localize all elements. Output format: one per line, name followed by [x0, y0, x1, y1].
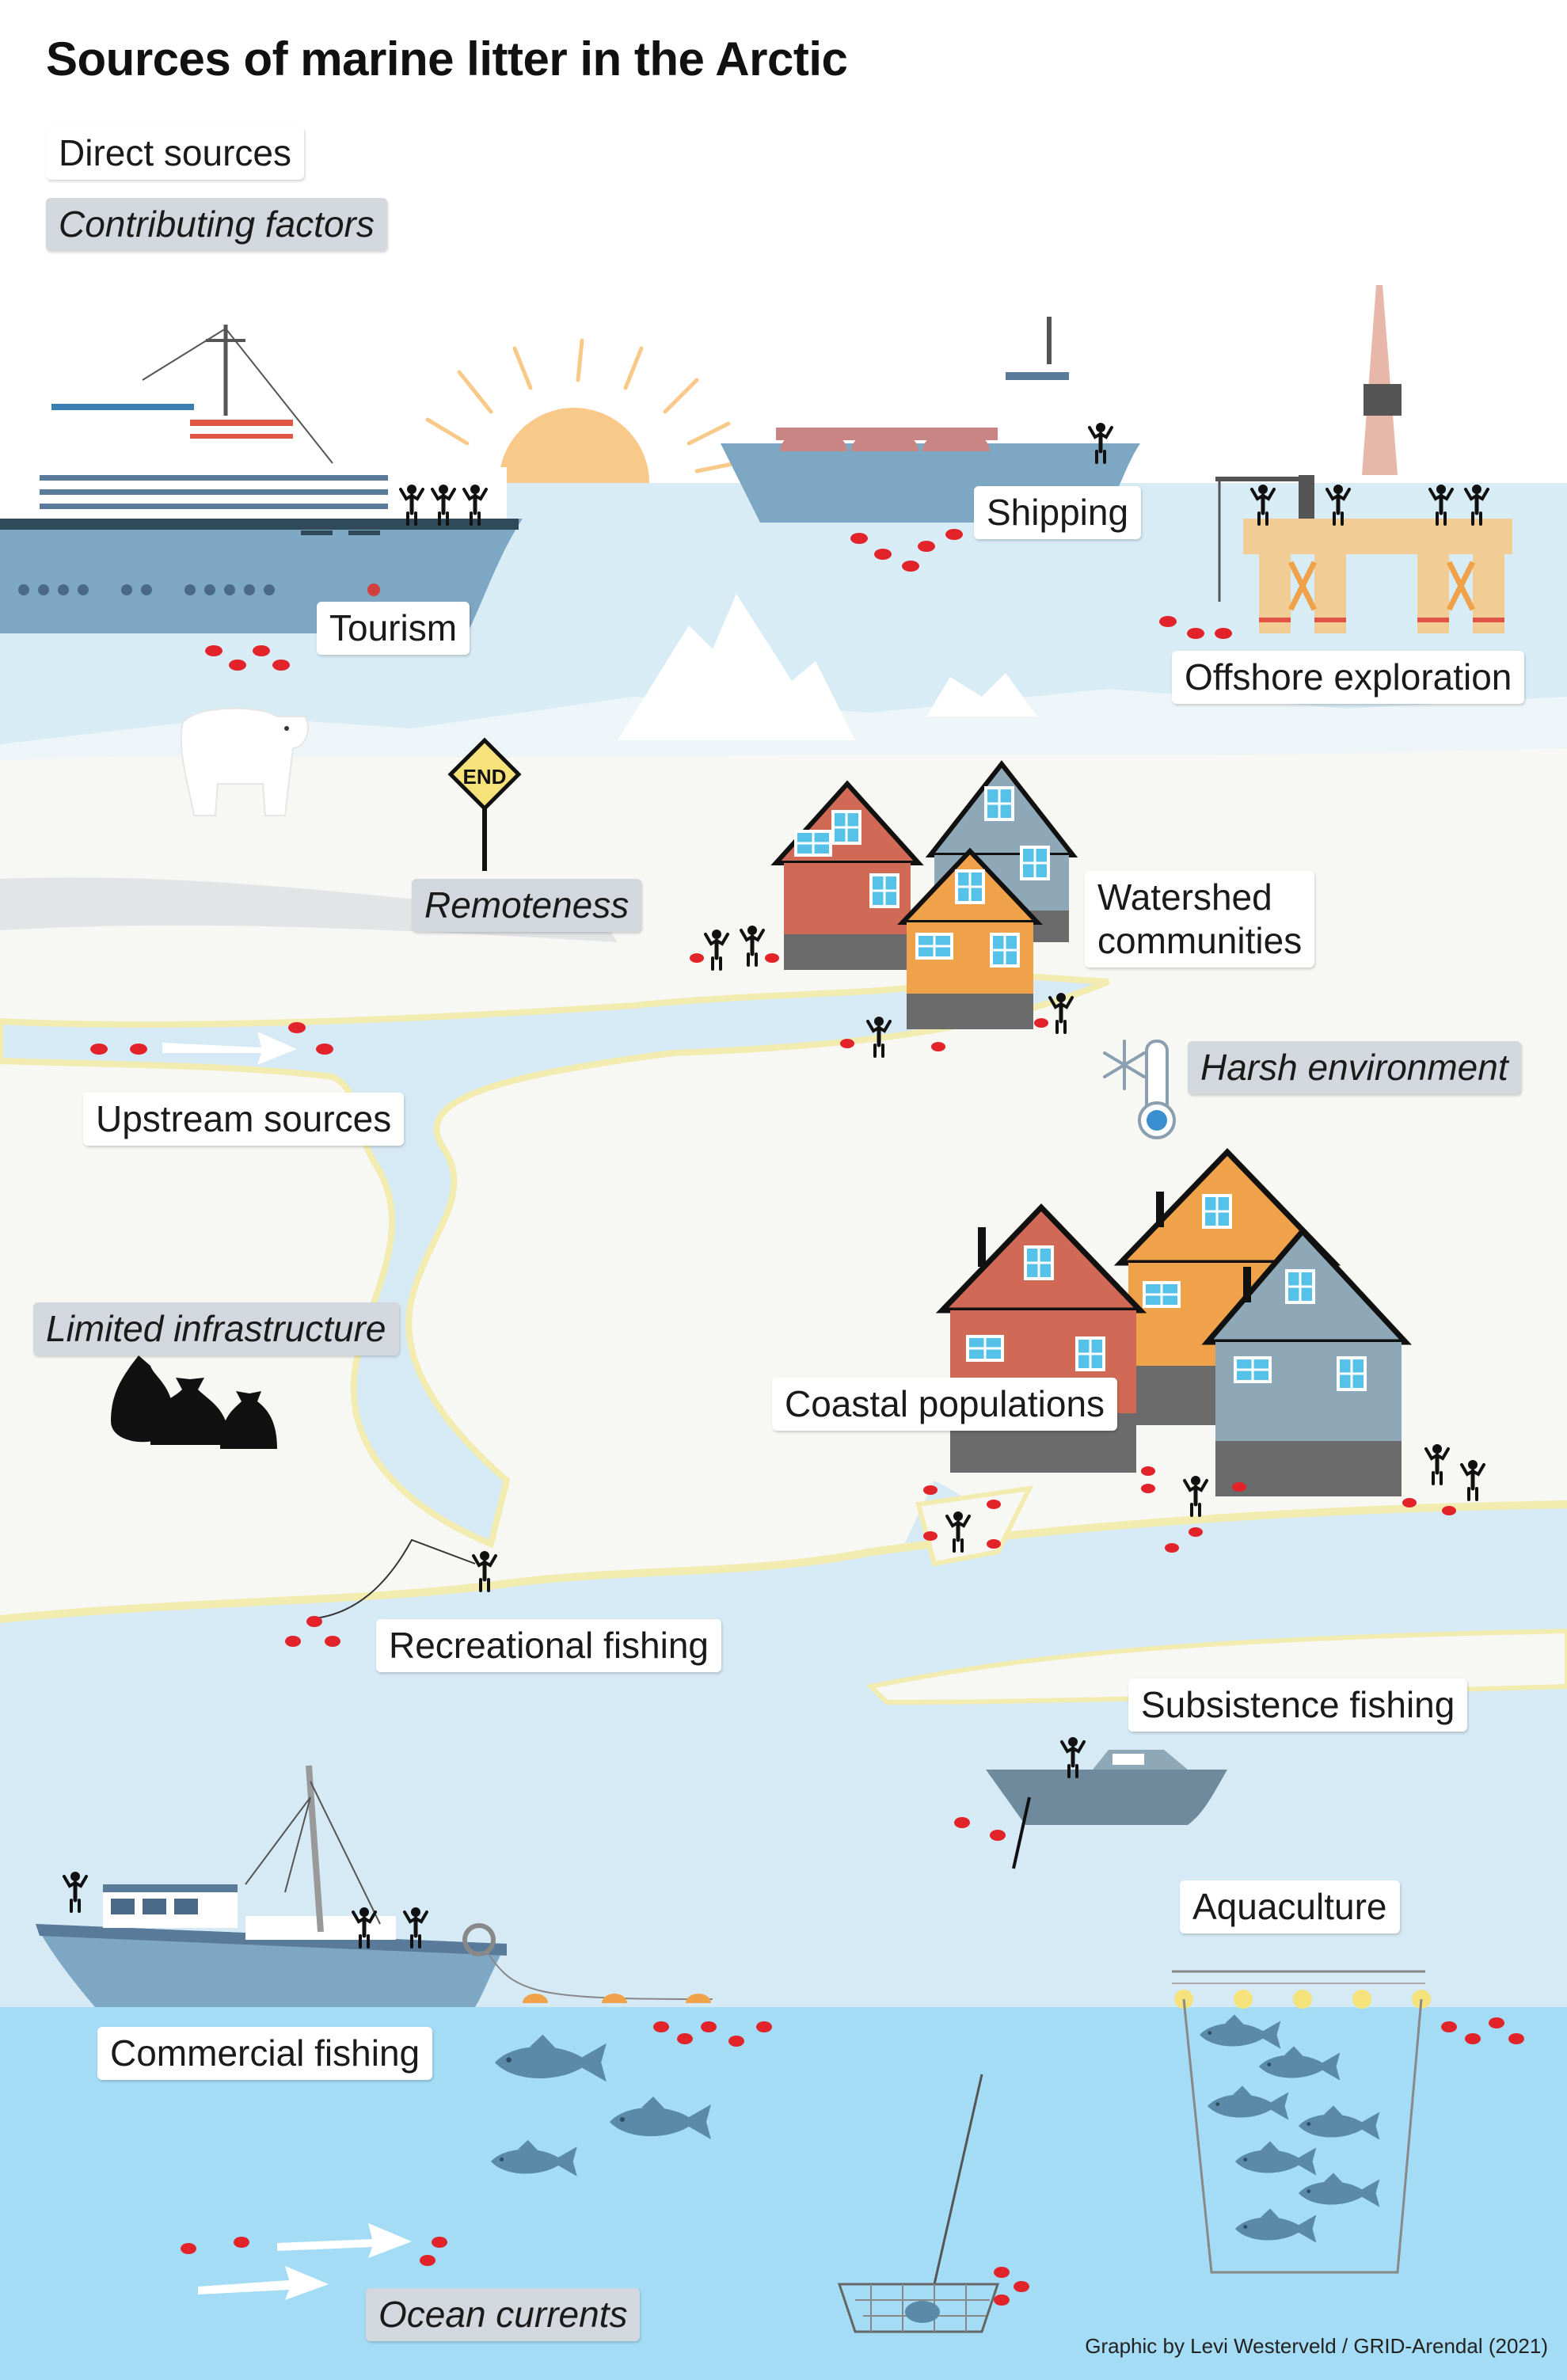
pier	[915, 1485, 1034, 1567]
infographic-title: Sources of marine litter in the Arctic	[46, 32, 848, 86]
label-commercial-fishing: Commercial fishing	[97, 2027, 433, 2081]
label-watershed-line2: communities	[1097, 920, 1303, 962]
legend-direct-sources: Direct sources	[46, 127, 304, 181]
shoreline	[0, 1500, 1567, 1623]
polar-bear-icon	[180, 707, 309, 816]
label-watershed-communities: Watershed communities	[1085, 871, 1315, 968]
label-upstream-sources: Upstream sources	[83, 1093, 405, 1146]
label-recreational-fishing: Recreational fishing	[376, 1619, 722, 1673]
crab-trap-icon	[837, 2074, 1000, 2333]
garbage-bags-icon	[111, 1355, 277, 1449]
iceberg-icon	[618, 594, 1037, 740]
watershed-houses-icon	[706, 760, 1078, 1056]
label-ocean-currents: Ocean currents	[366, 2288, 641, 2342]
label-harsh-environment: Harsh environment	[1188, 1041, 1521, 1095]
end-sign-icon: END	[447, 737, 522, 871]
subsistence-boat-icon	[986, 1737, 1227, 1869]
label-offshore-exploration: Offshore exploration	[1172, 651, 1525, 705]
label-tourism: Tourism	[317, 602, 470, 656]
thermometer-snowflake-icon	[1103, 1040, 1176, 1139]
aquaculture-pen-icon	[1172, 1970, 1431, 2274]
label-shipping: Shipping	[974, 486, 1142, 540]
label-remoteness: Remoteness	[412, 879, 642, 933]
litter-dots	[90, 529, 1524, 2306]
recreational-fisher-icon	[308, 1538, 496, 1620]
current-arrow-icon	[162, 1032, 412, 2300]
coastal-houses-icon	[935, 1147, 1484, 1551]
label-subsistence-fishing: Subsistence fishing	[1128, 1679, 1468, 1732]
label-limited-infrastructure: Limited infrastructure	[33, 1302, 399, 1356]
commercial-fishing-boat-icon	[36, 1765, 713, 2007]
offshore-platform-icon	[1215, 285, 1512, 633]
sun-icon	[425, 338, 739, 483]
label-aquaculture: Aquaculture	[1180, 1880, 1400, 1934]
label-watershed-line1: Watershed	[1097, 876, 1272, 918]
credit-line: Graphic by Levi Westerveld / GRID-Arenda…	[1085, 2334, 1548, 2358]
legend-contributing-factors: Contributing factors	[46, 198, 387, 252]
river-estuary	[0, 970, 1110, 1549]
label-coastal-populations: Coastal populations	[772, 1378, 1118, 1431]
end-sign-text: END	[463, 765, 507, 789]
coastal-inlet	[871, 1481, 1567, 1623]
